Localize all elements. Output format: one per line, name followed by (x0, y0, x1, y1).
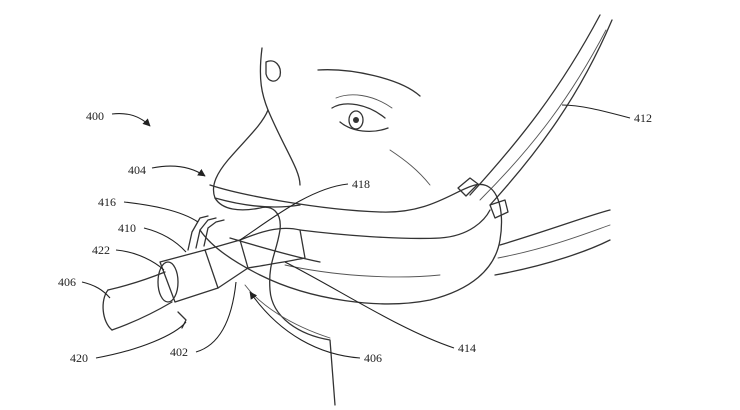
tube-end (102, 289, 113, 331)
prong-2 (195, 217, 217, 249)
label-420: 420 (70, 351, 88, 365)
eye-lower-lid (339, 121, 389, 133)
connector-ring (157, 261, 179, 303)
label-414: 414 (458, 341, 476, 355)
mask-cushion (199, 177, 509, 305)
cannula-assembly (102, 215, 331, 339)
leader-416 (123, 201, 199, 223)
manifold (239, 227, 306, 269)
label-416: 416 (98, 195, 116, 209)
leader-lines (81, 104, 631, 359)
strap-line-lower (489, 19, 613, 206)
arrow-404 (151, 165, 206, 177)
nose-bridge (267, 109, 301, 186)
cushion-outer (199, 183, 503, 305)
leader-418 (239, 183, 349, 241)
label-402: 402 (170, 345, 188, 359)
eye-upper-lid (331, 103, 386, 119)
strap-clip (457, 177, 479, 197)
label-406-bottom: 406 (364, 351, 382, 365)
side-strap-inner (497, 224, 611, 259)
eyebrow (335, 94, 393, 109)
strap-line-upper (469, 14, 601, 196)
arrow-406b (249, 291, 361, 359)
reference-numerals: 400 404 416 410 422 406 420 402 406 414 … (58, 109, 652, 365)
leader-412 (561, 104, 631, 119)
forehead-line (317, 69, 421, 97)
cushion-inner (299, 209, 491, 240)
label-422: 422 (92, 243, 110, 257)
leader-414 (284, 261, 455, 349)
leader-402 (195, 281, 237, 353)
tube-lower (111, 301, 173, 331)
face-profile-outline (212, 47, 336, 406)
headgear-strap (469, 14, 613, 276)
cheek-line (389, 149, 431, 186)
side-clip (489, 199, 509, 219)
label-412: 412 (634, 111, 652, 125)
label-418: 418 (352, 177, 370, 191)
eye-iris (348, 110, 364, 130)
prong-1 (187, 215, 209, 251)
tube-upper (107, 271, 166, 291)
leader-422 (115, 249, 165, 271)
chin-line (244, 284, 331, 339)
label-404: 404 (128, 163, 146, 177)
near-eye (265, 60, 281, 82)
manifold-band (229, 237, 321, 263)
connector-body (159, 249, 219, 303)
eye-pupil (353, 117, 359, 123)
side-strap-lower (494, 239, 611, 276)
label-406-left: 406 (58, 275, 76, 289)
leader-406a (81, 281, 111, 299)
leader-420 (95, 321, 187, 359)
prong-3 (203, 219, 225, 247)
arrow-400 (111, 112, 151, 127)
label-410: 410 (118, 221, 136, 235)
face-drawing (212, 47, 431, 406)
connector-neck (204, 239, 249, 289)
strap-line-inner (479, 29, 607, 201)
side-strap-upper (499, 209, 611, 246)
leader-410 (143, 227, 187, 253)
cushion-inner-2 (284, 264, 441, 278)
label-400: 400 (86, 109, 104, 123)
